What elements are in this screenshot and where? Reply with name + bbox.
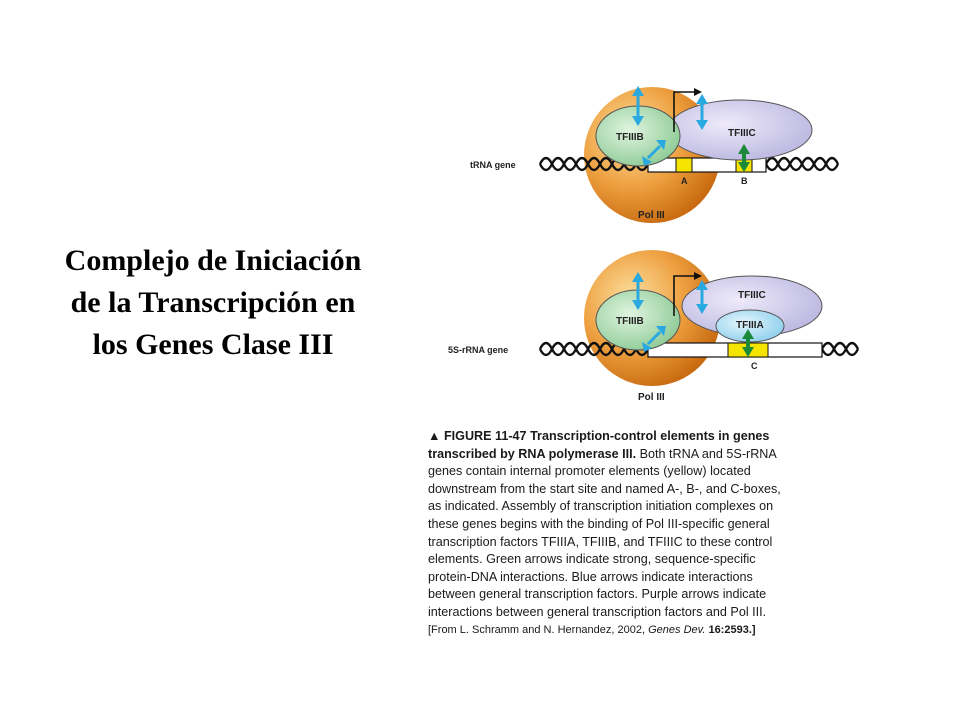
caption-line-10: between general transcription factors. P… — [428, 587, 767, 602]
title-line-1: Complejo de Iniciación — [64, 244, 362, 277]
caption-source-end: 16:2593.] — [705, 623, 756, 636]
b-box-label: B — [741, 176, 748, 186]
gene-label: 5S-rRNA gene — [448, 345, 508, 355]
transcription-start-arrow — [673, 275, 698, 316]
gene-label: tRNA gene — [470, 160, 516, 170]
blue-arrows — [632, 86, 708, 166]
a-box — [675, 157, 693, 173]
pol-iii-label: Pol III — [638, 210, 665, 221]
caption-line-8: elements. Green arrows indicate strong, … — [428, 552, 756, 567]
figure-caption: ▲ FIGURE 11-47 Transcription-control ele… — [428, 428, 878, 639]
caption-line-11: interactions between general transcripti… — [428, 604, 767, 619]
panel-trna-gene: TFIIIB TFIIIC tRNA gene A B Pol III — [470, 86, 840, 223]
tfiiia-label: TFIIIA — [736, 320, 764, 331]
caption-line-4: downstream from the start site and named… — [428, 481, 781, 496]
caption-line-7: transcription factors TFIIIA, TFIIIB, an… — [428, 534, 773, 549]
panel-5s-rrna-gene: TFIIIB TFIIIC TFIIIA 5S-rRNA gene C Pol … — [448, 250, 860, 403]
green-arrow — [738, 144, 750, 172]
figure-number: ▲ FIGURE 11-47 — [428, 429, 527, 443]
tfiiic-label: TFIIIC — [738, 290, 766, 301]
caption-line-9: protein-DNA interactions. Blue arrows in… — [428, 569, 753, 584]
title-line-2: de la Transcripción en — [70, 286, 356, 319]
caption-line-5: as indicated. Assembly of transcription … — [428, 499, 774, 514]
tfiiib-label: TFIIIB — [616, 316, 644, 327]
slide-title: Complejo de Iniciación de la Transcripci… — [28, 240, 398, 366]
caption-title-1: Transcription-control elements in genes — [530, 429, 770, 443]
transcription-start-arrow — [673, 91, 698, 132]
c-box-label: C — [751, 361, 758, 371]
caption-source-start: [From L. Schramm and N. Hernandez, 2002, — [428, 623, 649, 636]
caption-title-2: transcribed by RNA polymerase III. — [428, 446, 637, 461]
a-box-label: A — [681, 176, 688, 186]
dna-helix — [538, 156, 840, 172]
pol-iii-label: Pol III — [638, 392, 665, 403]
transcription-complex-diagram: TFIIIB TFIIIC tRNA gene A B Pol III — [448, 86, 860, 403]
caption-source-journal: Genes Dev. — [648, 623, 706, 636]
tfiiib-label: TFIIIB — [616, 132, 644, 143]
caption-line-2: Both tRNA and 5S-rRNA — [636, 446, 777, 461]
blue-arrows — [632, 272, 708, 352]
caption-line-3: genes contain internal promoter elements… — [428, 464, 751, 479]
caption-line-6: these genes begins with the binding of P… — [428, 516, 770, 531]
green-arrow — [742, 329, 754, 357]
tfiiic-label: TFIIIC — [728, 128, 756, 139]
title-line-3: los Genes Clase III — [92, 328, 334, 361]
